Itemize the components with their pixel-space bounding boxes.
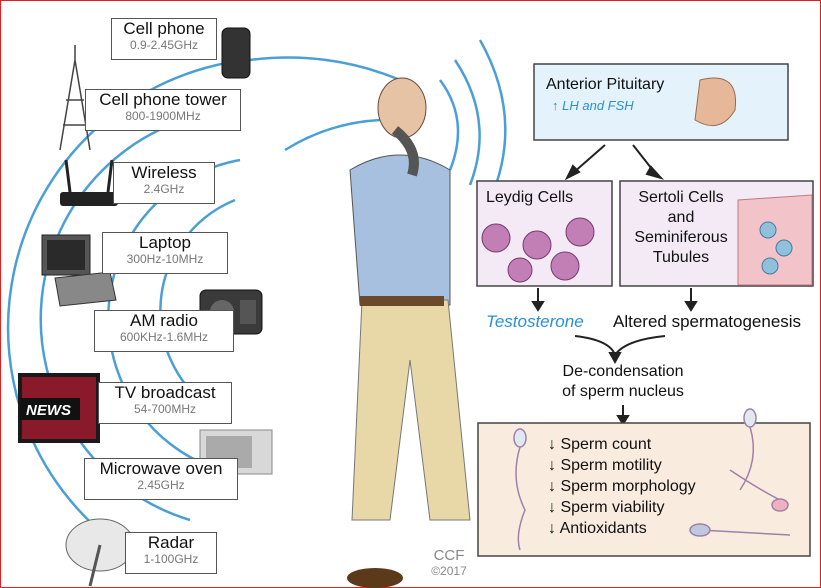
effect-text: Sperm count	[560, 436, 651, 453]
leydig-title: Leydig Cells	[486, 189, 573, 207]
testosterone-label: Testosterone	[486, 312, 584, 332]
effect-item: ↓ Sperm morphology	[548, 476, 696, 497]
source-name: TV broadcast	[99, 383, 231, 402]
down-arrow-icon: ↓	[548, 499, 556, 516]
pituitary-effect: LH and FSH	[562, 98, 634, 113]
outcome-arrows	[533, 288, 696, 424]
decondensation-label: De-condensation of sperm nucleus	[548, 362, 698, 402]
sertoli-line-3: Seminiferous	[626, 228, 736, 248]
effect-text: Sperm morphology	[560, 478, 695, 495]
source-name: Cell phone	[112, 19, 216, 38]
man-figure	[347, 78, 470, 588]
effect-item: ↓ Sperm count	[548, 434, 696, 455]
source-frequency: 800-1900MHz	[86, 109, 240, 123]
source-am-radio: AM radio 600KHz-1.6MHz	[94, 310, 234, 352]
source-radar: Radar 1-100GHz	[125, 532, 217, 574]
effect-item: ↓ Antioxidants	[548, 518, 696, 539]
pituitary-arrows	[567, 145, 661, 178]
down-arrow-icon: ↓	[548, 520, 556, 537]
down-arrow-icon: ↓	[548, 457, 556, 474]
source-name: Radar	[126, 533, 216, 552]
tv-news-logo: NEWS	[26, 402, 71, 419]
seminiferous-tubule-icon	[738, 195, 812, 285]
source-frequency: 1-100GHz	[126, 552, 216, 566]
source-tv-broadcast: TV broadcast 54-700MHz	[98, 382, 232, 424]
sertoli-label: Sertoli Cells and Seminiferous Tubules	[626, 188, 736, 268]
effect-text: Antioxidants	[560, 520, 647, 537]
source-wireless: Wireless 2.4GHz	[113, 162, 215, 204]
source-frequency: 600KHz-1.6MHz	[95, 330, 233, 344]
router-icon	[60, 160, 118, 206]
credit-line-1: CCF	[424, 548, 474, 564]
credit-line-2: ©2017	[424, 564, 474, 578]
source-cell-phone-tower: Cell phone tower 800-1900MHz	[85, 89, 241, 131]
decondensation-line-2: of sperm nucleus	[548, 382, 698, 402]
source-name: Laptop	[103, 233, 227, 252]
source-name: Cell phone tower	[86, 90, 240, 109]
sertoli-line-4: Tubules	[626, 248, 736, 268]
source-microwave-oven: Microwave oven 2.45GHz	[84, 458, 238, 500]
source-cell-phone: Cell phone 0.9-2.45GHz	[111, 18, 217, 60]
down-arrow-icon: ↓	[548, 436, 556, 453]
source-name: AM radio	[95, 311, 233, 330]
sertoli-line-1: Sertoli Cells	[626, 188, 736, 208]
up-arrow-icon: ↑	[552, 98, 559, 113]
pituitary-title: Anterior Pituitary	[546, 76, 664, 94]
source-frequency: 54-700MHz	[99, 402, 231, 416]
source-frequency: 0.9-2.45GHz	[112, 38, 216, 52]
effect-item: ↓ Sperm motility	[548, 455, 696, 476]
source-frequency: 300Hz-10MHz	[103, 252, 227, 266]
source-name: Microwave oven	[85, 459, 237, 478]
radar-dish-icon	[66, 519, 134, 586]
source-name: Wireless	[114, 163, 214, 182]
down-arrow-icon: ↓	[548, 478, 556, 495]
effect-text: Sperm viability	[560, 499, 664, 516]
effect-item: ↓ Sperm viability	[548, 497, 696, 518]
sertoli-line-2: and	[626, 208, 736, 228]
decondensation-line-1: De-condensation	[548, 362, 698, 382]
pituitary-effect-line: ↑ LH and FSH	[552, 98, 634, 113]
altered-spermatogenesis-label: Altered spermatogenesis	[613, 312, 801, 332]
effects-list: ↓ Sperm count ↓ Sperm motility ↓ Sperm m…	[548, 434, 696, 539]
source-frequency: 2.45GHz	[85, 478, 237, 492]
cell-phone-icon	[222, 28, 250, 78]
effect-text: Sperm motility	[560, 457, 661, 474]
source-laptop: Laptop 300Hz-10MHz	[102, 232, 228, 274]
credit: CCF ©2017	[424, 548, 474, 578]
source-frequency: 2.4GHz	[114, 182, 214, 196]
